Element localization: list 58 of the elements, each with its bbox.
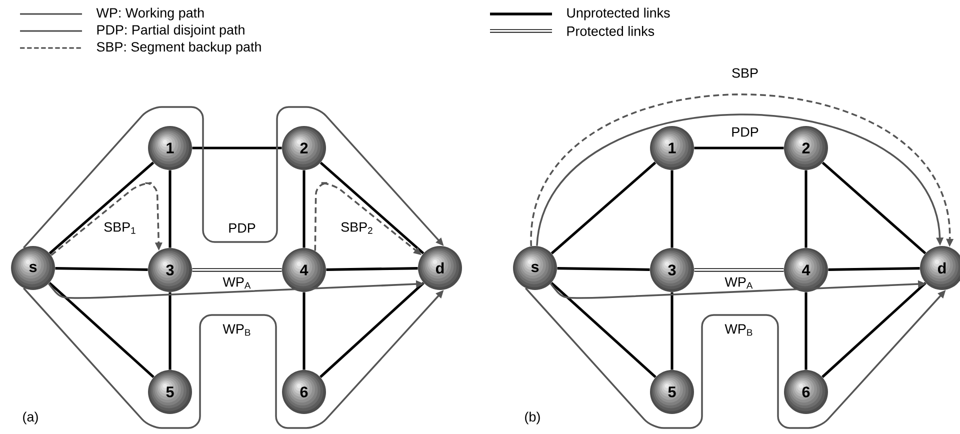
edge-label: SBP <box>730 67 760 79</box>
edge-label: WP$_{B}$ <box>222 323 252 337</box>
node-sphere: 4 <box>282 248 326 292</box>
link-line <box>550 282 656 378</box>
edge-label: WP$_{A}$ <box>222 276 252 290</box>
legend-text: WP: Working path <box>96 8 204 20</box>
link-line <box>320 162 424 254</box>
link-line <box>48 162 154 254</box>
node-sphere: 3 <box>650 248 694 292</box>
edge-label: PDP <box>730 126 760 138</box>
link-line <box>192 146 282 150</box>
node-sphere: 6 <box>784 370 828 414</box>
link-line <box>302 170 306 248</box>
path-arrow <box>50 182 162 256</box>
link-line <box>822 282 926 378</box>
node-sphere: 1 <box>148 126 192 170</box>
edge-label: SBP$_{1}$ <box>102 221 138 235</box>
path-arrow <box>536 114 944 246</box>
link-line <box>828 267 920 271</box>
node-sphere: 5 <box>148 370 192 414</box>
legend-text: SBP: Segment backup path <box>96 42 261 54</box>
panel-label: (a) <box>23 412 38 424</box>
link-line <box>670 292 674 370</box>
link-line <box>557 267 650 271</box>
link-line <box>48 282 154 378</box>
link-line <box>55 267 148 271</box>
link-line <box>192 268 282 272</box>
link-line <box>326 267 418 271</box>
node-sphere: 2 <box>282 126 326 170</box>
legend-text: Protected links <box>567 26 654 36</box>
edge-label: WP$_{B}$ <box>724 323 754 337</box>
node-sphere: 3 <box>148 248 192 292</box>
link-line <box>550 162 656 254</box>
node-sphere: 4 <box>784 248 828 292</box>
link-line <box>804 292 808 370</box>
node-sphere: 6 <box>282 370 326 414</box>
panel-label: (b) <box>525 412 540 424</box>
link-line <box>168 292 172 370</box>
legend-text: PDP: Partial disjoint path <box>97 24 244 38</box>
node-sphere: s <box>11 246 56 290</box>
edge-label: SBP$_{2}$ <box>339 221 375 235</box>
node-sphere: d <box>418 246 462 290</box>
link-line <box>320 282 424 378</box>
link-line <box>822 162 926 254</box>
link-line <box>804 170 808 248</box>
node-sphere: s <box>513 246 557 290</box>
node-sphere: d <box>920 246 960 290</box>
node-sphere: 1 <box>650 126 694 170</box>
link-line <box>302 292 306 370</box>
link-line <box>694 146 784 150</box>
node-sphere: 5 <box>650 370 694 414</box>
link-line <box>694 268 784 272</box>
legend-text: Unprotected links <box>567 8 670 20</box>
node-sphere: 2 <box>784 126 828 170</box>
edge-label: WP$_{A}$ <box>724 276 754 290</box>
link-line <box>670 170 674 248</box>
edge-label: PDP <box>227 222 258 234</box>
link-line <box>168 170 172 248</box>
